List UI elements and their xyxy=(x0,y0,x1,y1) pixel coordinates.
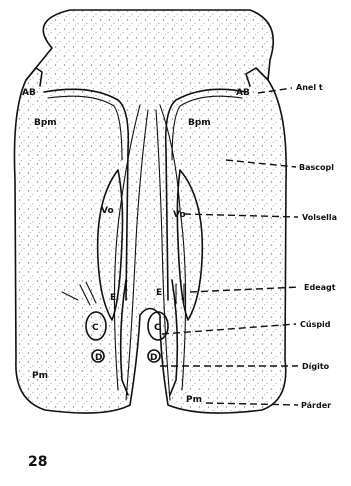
label-vo-right: Vo xyxy=(173,210,186,220)
callout-0: Anel t xyxy=(296,83,323,92)
label-c-right: C xyxy=(154,323,161,333)
callout-5: Dígito xyxy=(302,362,330,371)
callout-4: Cúspid xyxy=(300,320,331,329)
callout-labels: Anel t BascoplVolsellaEdeagtCúspidDígitoP… xyxy=(296,83,337,410)
callout-3: Edeagt xyxy=(304,283,336,292)
label-pm-left: Pm xyxy=(32,371,48,381)
label-d-right: D xyxy=(150,353,157,363)
label-bpm-left: Bpm xyxy=(34,118,57,128)
label-c-left: C xyxy=(92,323,99,333)
figure-number: 28 xyxy=(28,454,47,470)
callout-2: Volsella xyxy=(302,213,337,222)
label-e-right: E xyxy=(156,288,162,298)
label-e-left: E xyxy=(110,293,116,303)
label-pm-right: Pm xyxy=(186,395,202,405)
label-ab-right: AB xyxy=(236,88,250,98)
label-bpm-right: Bpm xyxy=(188,118,211,128)
label-d-left: D xyxy=(95,353,102,363)
callout-1: Bascopl xyxy=(299,163,334,172)
label-ab-left: AB xyxy=(22,88,36,98)
callout-6: Párder xyxy=(301,401,331,410)
label-vo-left: Vo xyxy=(101,206,114,216)
